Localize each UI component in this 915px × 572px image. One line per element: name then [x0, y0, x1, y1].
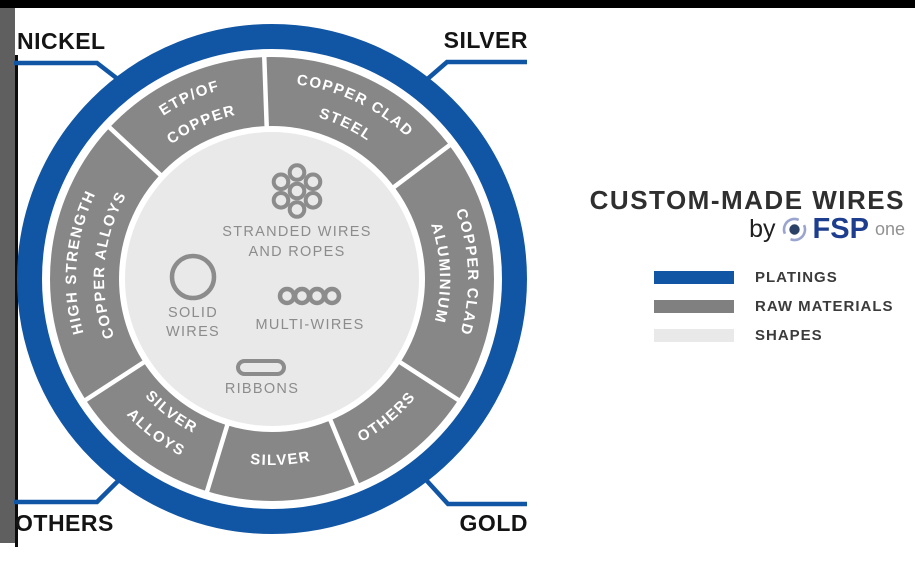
raw-materials-label: RAW MATERIALS: [755, 298, 894, 315]
shapes-label: SHAPES: [755, 327, 823, 344]
plating-label-others: OTHERS: [15, 510, 114, 536]
others-connector-line: [14, 477, 122, 505]
screenshot-left-border: [0, 0, 15, 543]
byline-by-text: by: [749, 215, 776, 243]
raw-materials-ring: [50, 57, 494, 501]
fspone-logo-icon: [781, 216, 808, 243]
ribbons-label: RIBBONS: [225, 381, 299, 397]
shapes-swatch: [654, 329, 734, 342]
multi-wires-icon: [277, 286, 342, 306]
plating-label-nickel: NICKEL: [17, 28, 106, 54]
platings-ring: [17, 24, 527, 534]
legend-item-shapes: SHAPES: [654, 321, 894, 350]
shape-labels: STRANDED WIRES AND ROPES SOLID WIRES MUL…: [166, 224, 372, 397]
stranded-wires-icon: [271, 163, 323, 219]
solid-wires-icon: [169, 253, 217, 301]
legend-item-raw-materials: RAW MATERIALS: [654, 292, 894, 321]
ribbons-icon: [236, 359, 286, 376]
platings-swatch: [654, 271, 734, 284]
shapes-core-circle: [125, 132, 419, 426]
platings-label: PLATINGS: [755, 269, 838, 286]
svg-text:AND ROPES: AND ROPES: [248, 244, 345, 260]
nickel-connector-line: [14, 60, 121, 82]
wires-wheel-diagram: ETP/OF COPPER COPPER CLAD STEEL COPPER C…: [14, 24, 527, 534]
brand-name: FSP: [812, 213, 869, 245]
screenshot-left-border-line: [15, 55, 18, 547]
plating-label-silver: SILVER: [443, 27, 528, 53]
solid-wires-label: SOLID: [168, 305, 218, 321]
legend-item-platings: PLATINGS: [654, 263, 894, 292]
silver-connector-line: [422, 59, 527, 84]
svg-text:WIRES: WIRES: [166, 324, 220, 340]
segment-label-silver: SILVER: [250, 448, 313, 469]
gold-connector-line: [425, 479, 527, 507]
stranded-wires-label: STRANDED WIRES: [222, 224, 372, 240]
raw-materials-swatch: [654, 300, 734, 313]
screenshot-top-border: [0, 0, 915, 8]
page-title: CUSTOM-MADE WIRES: [589, 185, 905, 215]
segment-dividers: [82, 55, 462, 494]
brand-suffix: one: [874, 219, 905, 239]
plating-label-gold: GOLD: [459, 510, 528, 536]
multi-wires-label: MULTI-WIRES: [255, 317, 364, 333]
legend: PLATINGS RAW MATERIALS SHAPES: [654, 263, 894, 350]
